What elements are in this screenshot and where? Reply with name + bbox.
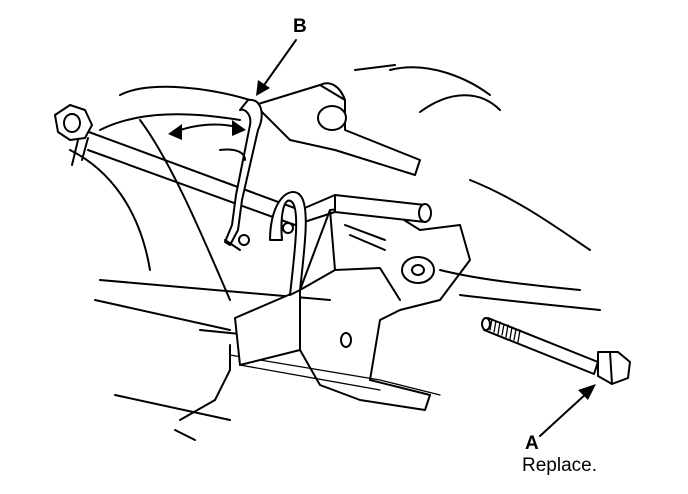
hanger-loop — [269, 191, 307, 296]
callout-b: B — [256, 16, 307, 96]
shaft-end-nut — [54, 104, 93, 166]
bolt-a — [481, 317, 631, 385]
callout-a-note: Replace. — [522, 455, 597, 476]
motion-double-arrow — [168, 120, 246, 140]
callout-b-label: B — [293, 16, 307, 37]
callout-a: A Replace. — [522, 384, 597, 476]
retaining-clip-b — [219, 98, 263, 251]
shift-shaft — [77, 127, 432, 226]
transmission-housing — [69, 64, 601, 421]
mounting-bracket — [174, 204, 471, 441]
shift-lever-arm — [254, 82, 421, 176]
callout-a-label: A — [525, 433, 539, 454]
